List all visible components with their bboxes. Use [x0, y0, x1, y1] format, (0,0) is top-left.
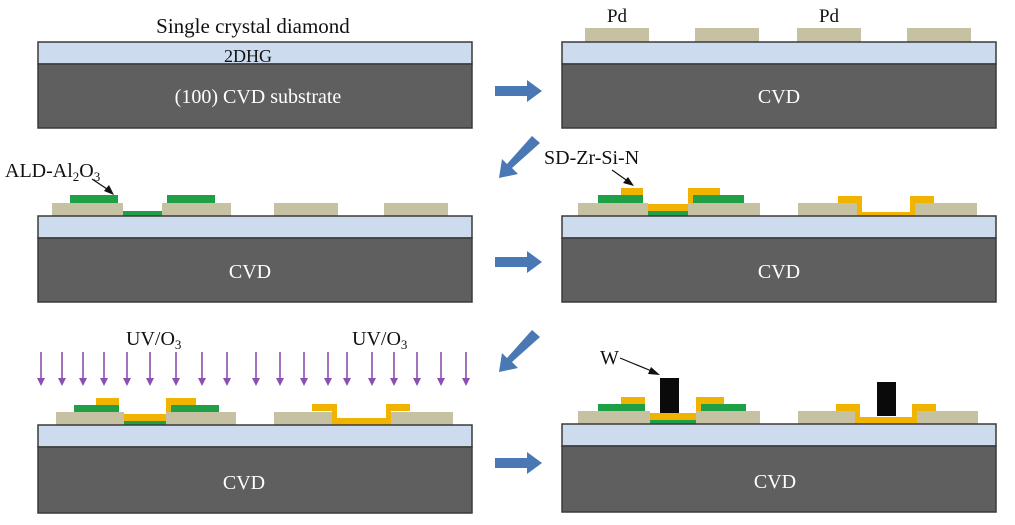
substrate-label: (100) CVD substrate: [175, 86, 342, 108]
pd-contact: [274, 203, 338, 216]
down-left-arrow-icon: [499, 136, 540, 178]
step-3-panel: ALD-Al2O3 CVD: [5, 160, 473, 303]
pd-contact: [917, 411, 978, 424]
pd-contact: [907, 28, 971, 42]
ald-pointer-arrowhead: [104, 185, 114, 195]
pd-contact: [162, 203, 231, 216]
w-pointer-arrowhead: [648, 367, 660, 375]
pd-contact: [798, 411, 855, 424]
right-arrow-icon: [495, 251, 542, 273]
uv-down-arrow-icon: [172, 352, 180, 386]
uv-down-arrow-icon: [276, 352, 284, 386]
diamond-2dhg-layer: [561, 41, 997, 65]
sd-zr-si-n-label: SD-Zr-Si-N: [544, 147, 639, 169]
diamond-2dhg-layer: [37, 215, 473, 239]
flow-arrows: [495, 80, 542, 474]
uv-down-arrow-icon: [300, 352, 308, 386]
pd-label: Pd: [819, 6, 840, 27]
pd-contact: [274, 412, 332, 425]
uv-down-arrow-icon: [123, 352, 131, 386]
pd-contact: [578, 411, 650, 424]
al2o3-layer: [70, 195, 215, 216]
zrsin-layer: [836, 404, 936, 424]
zrsin-layer: [312, 404, 410, 425]
down-left-arrow-icon: [499, 330, 540, 372]
zrsin-layer: [838, 196, 934, 216]
cvd-substrate: [37, 63, 473, 129]
cvd-substrate: [561, 237, 997, 303]
pd-contact: [166, 412, 236, 425]
cvd-label: CVD: [754, 471, 796, 493]
uv-down-arrow-icon: [343, 352, 351, 386]
pd-contact: [798, 203, 857, 216]
cvd-label: CVD: [223, 472, 265, 494]
uv-down-arrow-icon: [324, 352, 332, 386]
pd-contact: [578, 203, 648, 216]
al2o3-layer: [598, 195, 744, 216]
pd-contact: [688, 203, 760, 216]
pd-contact: [797, 28, 861, 42]
single-crystal-label: Single crystal diamond: [156, 14, 350, 38]
w-pointer-line: [619, 357, 655, 373]
diamond-2dhg-layer: [561, 423, 997, 447]
tungsten-gate: [660, 378, 679, 413]
step-5-panel: UV/O3 UV/O3 CVD: [37, 328, 473, 514]
cvd-substrate: [37, 237, 473, 303]
right-arrow-icon: [495, 452, 542, 474]
cvd-label: CVD: [229, 261, 271, 283]
right-arrow-icon: [495, 80, 542, 102]
step-1-panel: Single crystal diamond 2DHG (100) CVD su…: [37, 14, 473, 129]
pd-contact: [391, 412, 453, 425]
step-4-panel: SD-Zr-Si-N CVD: [544, 147, 997, 303]
cvd-substrate: [37, 446, 473, 514]
pd-contact: [695, 28, 759, 42]
al2o3-layer: [598, 404, 746, 424]
pd-contact: [585, 28, 649, 42]
twodhg-label: 2DHG: [224, 46, 272, 66]
uv-down-arrow-icon: [413, 352, 421, 386]
cvd-substrate: [561, 445, 997, 513]
pd-contact: [56, 412, 124, 425]
uv-o3-label: UV/O3: [126, 328, 181, 352]
ald-al2o3-label: ALD-Al2O3: [5, 160, 100, 184]
uv-down-arrow-icon: [198, 352, 206, 386]
pd-contact: [384, 203, 448, 216]
uv-down-arrow-icon: [437, 352, 445, 386]
uv-down-arrow-icon: [223, 352, 231, 386]
uv-arrows-group: [37, 352, 470, 386]
diamond-2dhg-layer: [561, 215, 997, 239]
uv-down-arrow-icon: [390, 352, 398, 386]
uv-down-arrow-icon: [252, 352, 260, 386]
tungsten-gate: [877, 382, 896, 416]
step-2-panel: Pd Pd CVD: [561, 6, 997, 129]
diamond-2dhg-layer: [37, 424, 473, 448]
uv-down-arrow-icon: [146, 352, 154, 386]
uv-down-arrow-icon: [37, 352, 45, 386]
cvd-substrate: [561, 63, 997, 129]
uv-down-arrow-icon: [368, 352, 376, 386]
sdzr-pointer-arrowhead: [623, 177, 634, 186]
uv-o3-label: UV/O3: [352, 328, 407, 352]
pd-contact: [52, 203, 123, 216]
pd-label: Pd: [607, 6, 628, 27]
uv-down-arrow-icon: [462, 352, 470, 386]
uv-down-arrow-icon: [100, 352, 108, 386]
al2o3-layer: [74, 405, 219, 425]
uv-down-arrow-icon: [58, 352, 66, 386]
step-6-panel: W CVD: [561, 347, 997, 513]
cvd-label: CVD: [758, 86, 800, 108]
pd-contact: [915, 203, 977, 216]
pd-contact: [696, 411, 760, 424]
w-label: W: [600, 347, 619, 369]
uv-down-arrow-icon: [79, 352, 87, 386]
cvd-label: CVD: [758, 261, 800, 283]
